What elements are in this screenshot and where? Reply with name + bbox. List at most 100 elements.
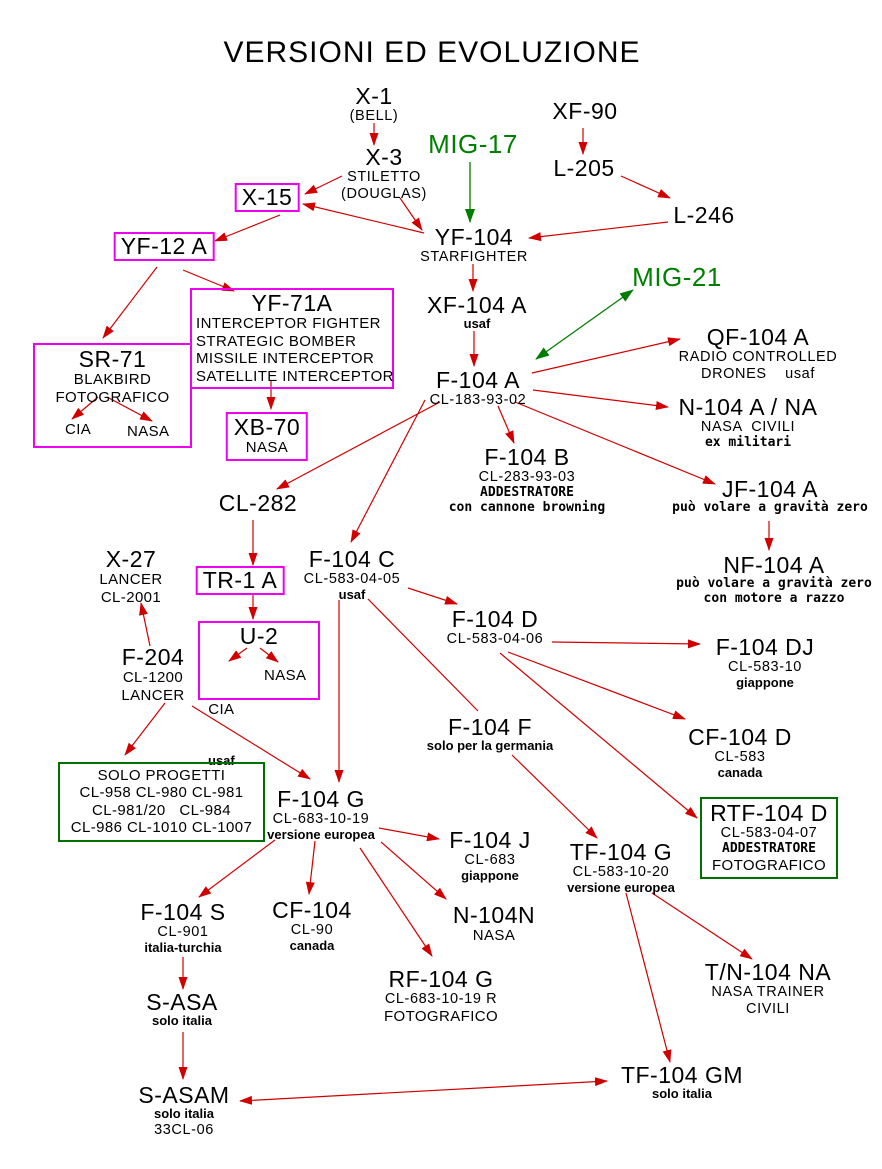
node-sub: NASA: [472, 927, 516, 945]
node-yf-12a: YF-12 A: [113, 232, 215, 262]
node-sub: NASA TRAINER: [711, 984, 825, 1001]
node-sub-nasa: NASA: [264, 667, 307, 684]
node-sub: giappone: [736, 674, 794, 690]
node-x-27: X-27 LANCER CL-2001: [99, 547, 163, 606]
node-sub: CL-986 CL-1010 CL-1007: [70, 819, 253, 837]
node-sub: STILETTO: [347, 169, 421, 186]
edge-f104a-n104a: [532, 389, 669, 410]
edge-f104d-cf104d: [507, 651, 686, 720]
page-title: VERSIONI ED EVOLUZIONE: [223, 36, 641, 69]
node-sub: LANCER: [99, 571, 163, 589]
node-tr-1-a: TR-1 A: [195, 566, 285, 596]
node-label: N-104 A / NA: [678, 394, 818, 420]
node-yf-104: YF-104 STARFIGHTER: [420, 224, 528, 266]
node-solo-progetti: SOLO PROGETTI CL-958 CL-980 CL-981 CL-98…: [58, 762, 265, 842]
edge-f104a-f104c: [350, 399, 426, 543]
node-sub: LANCER: [121, 686, 185, 704]
node-sub-cia: CIA: [208, 701, 235, 718]
node-label: X-1: [355, 83, 393, 109]
node-l-205: L-205: [553, 155, 615, 181]
node-label: YF-104: [434, 224, 514, 250]
node-label: XF-104 A: [427, 292, 527, 318]
edge-tf104g-tf104gm: [625, 892, 672, 1063]
node-sub: CL-1200: [122, 669, 184, 687]
node-sub: (BELL): [349, 108, 399, 125]
node-sub: può volare a gravità zero: [672, 500, 868, 516]
node-label: CL-282: [218, 490, 298, 516]
node-sub: può volare a gravità zero: [676, 576, 872, 592]
node-l-246: L-246: [673, 203, 734, 227]
edge-f104g-n104n: [380, 841, 447, 900]
edge-x15-yf12a: [214, 214, 281, 242]
edge-yf12a-yf71a: [182, 269, 235, 292]
node-sub: solo italia: [652, 1086, 712, 1102]
node-label: MIG-21: [632, 262, 722, 292]
node-label: TF-104 GM: [620, 1062, 744, 1088]
node-s-asa: S-ASA solo italia: [146, 989, 218, 1029]
node-sub: CL-2001: [100, 588, 162, 606]
edge-x3-x15: [304, 175, 343, 195]
node-sub: con cannone browning: [448, 499, 606, 515]
node-sub: CL-283-93-03: [478, 469, 576, 486]
node-f-104-dj: F-104 DJ CL-583-10 giappone: [716, 635, 815, 690]
node-label: RTF-104 D: [710, 800, 828, 826]
edge-f104a-jf104a: [514, 401, 716, 485]
node-sub: CL-90: [290, 922, 334, 939]
node-label: YF-12 A: [120, 233, 208, 259]
node-label: L-205: [553, 155, 615, 181]
node-label: S-ASA: [146, 989, 218, 1015]
node-label: TF-104 G: [569, 839, 673, 865]
node-label: MIG-17: [428, 129, 518, 159]
node-label: SOLO PROGETTI: [97, 767, 226, 784]
node-sub: CL-683: [464, 852, 516, 869]
node-sub: CL-683-10-19: [272, 811, 370, 828]
node-f-104-g: F-104 G CL-683-10-19 versione europea: [267, 787, 375, 842]
node-sub: (DOUGLAS): [341, 185, 427, 202]
edge-l246-yf104: [528, 221, 669, 242]
edge-f104f-tf104g: [511, 754, 598, 839]
node-sub: INTERCEPTOR FIGHTER: [196, 315, 381, 333]
edge-f104d-f104dj: [551, 639, 701, 649]
node-f-104-s: F-104 S CL-901 italia-turchia: [140, 900, 225, 955]
edge-l205-l246: [620, 175, 671, 199]
edge-f104c-f104f: [367, 598, 479, 712]
node-label: T/N-104 NA: [704, 959, 832, 985]
node-cf-104-d: CF-104 D CL-583 canada: [688, 724, 792, 780]
node-n-104n: N-104N NASA: [453, 903, 535, 945]
node-f-104-f: F-104 F solo per la germania: [427, 714, 553, 754]
node-sub: solo italia: [152, 1013, 212, 1029]
node-label: X-15: [241, 184, 293, 210]
node-sub: usaf: [338, 586, 366, 602]
edge-yf12a-sr71: [102, 266, 158, 339]
edge-x3-yf104: [399, 197, 423, 231]
edge-f104g-f104s: [198, 839, 276, 898]
node-label: CF-104 D: [688, 724, 792, 750]
node-rtf-104-d: RTF-104 D CL-583-04-07 ADDESTRATORE FOTO…: [700, 797, 838, 880]
node-label: F-104 D: [451, 606, 539, 632]
edge-f104g-f104j: [378, 827, 440, 842]
edge-f104g-cf104: [305, 840, 316, 895]
edge-f104c-f104d: [407, 587, 458, 605]
node-sub: CIVILI: [746, 1000, 790, 1017]
node-sub: giappone: [461, 867, 519, 883]
node-label: RF-104 G: [388, 966, 494, 992]
node-tn-104-na: T/N-104 NA NASA TRAINER CIVILI: [704, 959, 832, 1017]
node-sub-cia-group: CIA usaf: [208, 665, 235, 805]
node-sub: FOTOGRAFICO: [55, 388, 170, 406]
node-label: F-104 F: [447, 714, 533, 740]
node-s-asam: S-ASAM solo italia 33CL-06: [138, 1082, 230, 1138]
node-xb-70: XB-70 NASA: [225, 412, 309, 461]
edge-sr71-nasa: [106, 396, 153, 422]
node-xf-90: XF-90: [552, 99, 617, 123]
node-x-15: X-15: [234, 183, 300, 213]
node-label: F-104 B: [484, 444, 570, 470]
node-label: YF-71A: [251, 290, 333, 316]
node-label: S-ASAM: [138, 1082, 230, 1108]
node-sub: SATELLITE INTERCEPTOR: [196, 367, 394, 385]
node-sub: CL-583-04-06: [446, 631, 544, 648]
node-tf-104-gm: TF-104 GM solo italia: [620, 1062, 744, 1102]
edge-f104d-rtf104d: [499, 652, 698, 819]
edge-f204-x27: [139, 602, 151, 647]
node-n-104-a-na: N-104 A / NA NASA CIVILI ex militari: [678, 394, 818, 451]
